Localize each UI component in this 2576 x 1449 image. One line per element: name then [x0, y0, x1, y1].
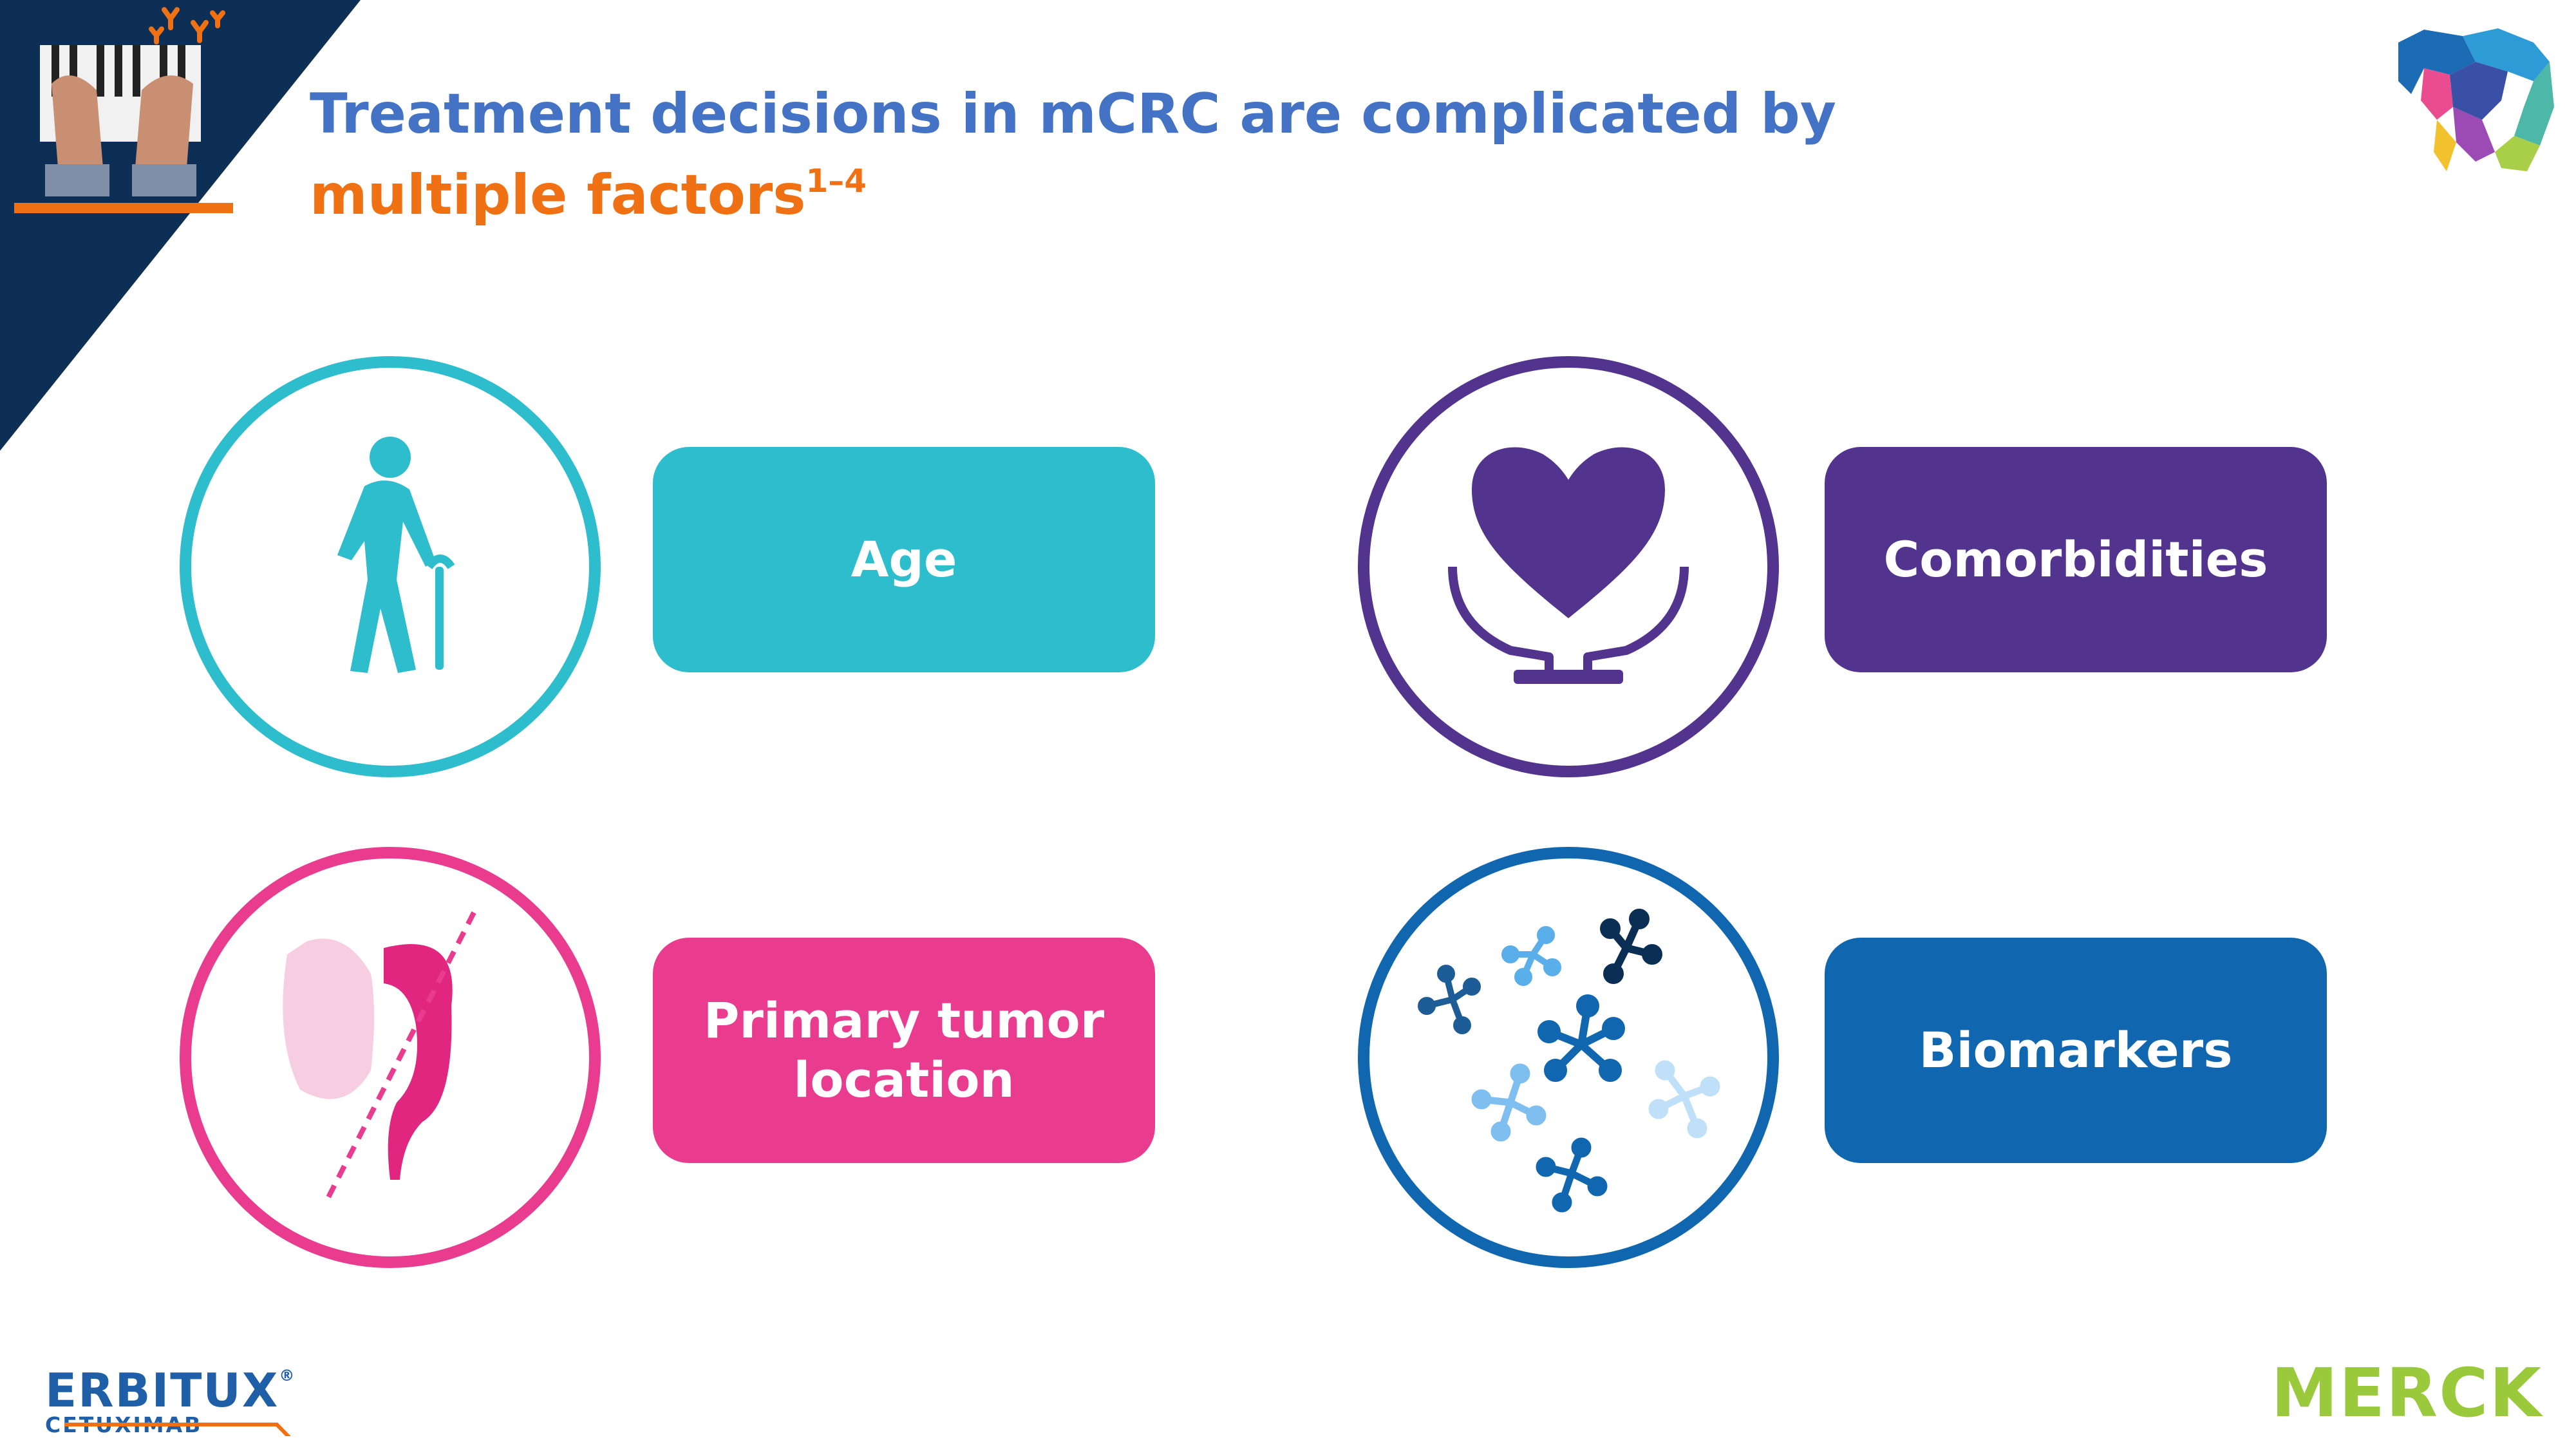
- age-label: Age: [851, 531, 957, 588]
- erbitux-logo: ERBITUX® CETUXIMAB: [45, 1352, 341, 1437]
- colon-logo-icon: [2398, 28, 2554, 171]
- age-label-box: Age: [653, 447, 1155, 672]
- comorbidities-label-box: Comorbidities: [1825, 447, 2327, 672]
- title-line-2-text: multiple factors: [310, 163, 806, 227]
- erbitux-name: ERBITUX: [45, 1363, 279, 1417]
- elderly-person-icon: [337, 437, 455, 673]
- erbitux-registered: ®: [279, 1367, 296, 1385]
- heart-hands-icon: [1448, 447, 1689, 684]
- header-corner-graphic: [0, 0, 361, 451]
- erbitux-swoosh-icon: [64, 1423, 291, 1436]
- title-line-2: multiple factors1–4: [310, 147, 2241, 229]
- piano-hands-icon: [14, 45, 233, 213]
- comorbidities-label: Comorbidities: [1883, 531, 2268, 588]
- erbitux-wordmark: ERBITUX®: [45, 1352, 341, 1414]
- biomarkers-label: Biomarkers: [1919, 1021, 2233, 1079]
- comorbidities-circle: [1358, 356, 1779, 777]
- antibody-icons: [149, 7, 225, 44]
- slide-title: Treatment decisions in mCRC are complica…: [310, 80, 2241, 229]
- title-reference: 1–4: [805, 162, 867, 200]
- colon-icon: [283, 911, 476, 1204]
- tumor-location-label-box: Primary tumor location: [653, 938, 1155, 1163]
- biomarkers-label-box: Biomarkers: [1825, 938, 2327, 1163]
- biomarkers-circle: [1358, 847, 1779, 1268]
- tumor-location-circle: [180, 847, 601, 1268]
- molecule-icons: [1418, 909, 1720, 1213]
- merck-logo: MERCK: [2271, 1354, 2543, 1432]
- title-line-1: Treatment decisions in mCRC are complica…: [310, 82, 1836, 146]
- age-circle: [180, 356, 601, 777]
- tumor-location-label: Primary tumor location: [703, 992, 1105, 1108]
